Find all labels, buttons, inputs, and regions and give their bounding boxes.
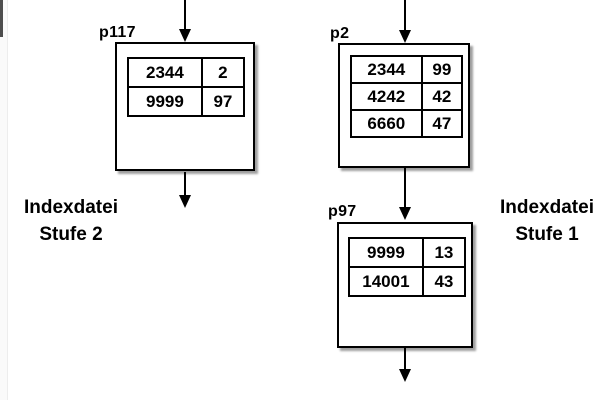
table-cell-pointer: 42	[432, 86, 452, 106]
caption-line: Stufe 2	[39, 224, 103, 245]
arrow-head-icon	[399, 369, 411, 382]
table-cell-key: 9999	[350, 239, 424, 266]
table-cell-key: 9999	[129, 88, 203, 115]
table-cell-key: 2344	[352, 57, 423, 82]
table-cell-key: 14001	[350, 268, 424, 295]
caption-line: Indexdatei	[500, 197, 594, 218]
table-cell-pointer: 47	[432, 113, 452, 133]
index-table-p97: 9999 13 14001 43	[348, 237, 466, 297]
index-table-p117: 2344 2 9999 97	[127, 57, 245, 117]
table-cell-pointer: 99	[432, 59, 452, 79]
caption-line: Stufe 1	[515, 224, 579, 245]
caption-line: Indexdatei	[24, 197, 118, 218]
arrow-head-icon	[399, 207, 411, 220]
node-label-p117: p117	[99, 24, 136, 41]
table-row: 14001 43	[350, 266, 464, 295]
table-row: 9999 13	[350, 239, 464, 266]
table-cell-pointer: 97	[213, 91, 233, 111]
arrow-line	[404, 168, 406, 209]
table-cell-pointer: 13	[434, 242, 454, 262]
node-label-p2: p2	[330, 25, 350, 42]
arrow-line	[184, 0, 186, 31]
arrow-head-icon	[179, 29, 191, 42]
caption-indexdatei-stufe-2: Indexdatei Stufe 2	[9, 194, 133, 248]
page-corner-artifact	[0, 0, 3, 37]
page-edge-strip	[0, 0, 8, 400]
table-row: 9999 97	[129, 86, 243, 115]
caption-indexdatei-stufe-1: Indexdatei Stufe 1	[485, 194, 608, 248]
table-row: 2344 2	[129, 59, 243, 86]
table-row: 4242 42	[352, 82, 461, 109]
table-cell-key: 6660	[352, 111, 423, 136]
table-row: 6660 47	[352, 109, 461, 136]
table-cell-key: 4242	[352, 84, 423, 109]
arrow-head-icon	[399, 30, 411, 43]
table-cell-pointer: 2	[218, 62, 228, 82]
table-cell-key: 2344	[129, 59, 203, 86]
arrow-line	[404, 348, 406, 371]
arrow-line	[184, 172, 186, 197]
arrow-head-icon	[179, 195, 191, 208]
table-cell-pointer: 43	[434, 271, 454, 291]
table-row: 2344 99	[352, 57, 461, 82]
index-table-p2: 2344 99 4242 42 6660 47	[350, 55, 463, 138]
arrow-line	[404, 0, 406, 32]
node-label-p97: p97	[328, 203, 357, 220]
